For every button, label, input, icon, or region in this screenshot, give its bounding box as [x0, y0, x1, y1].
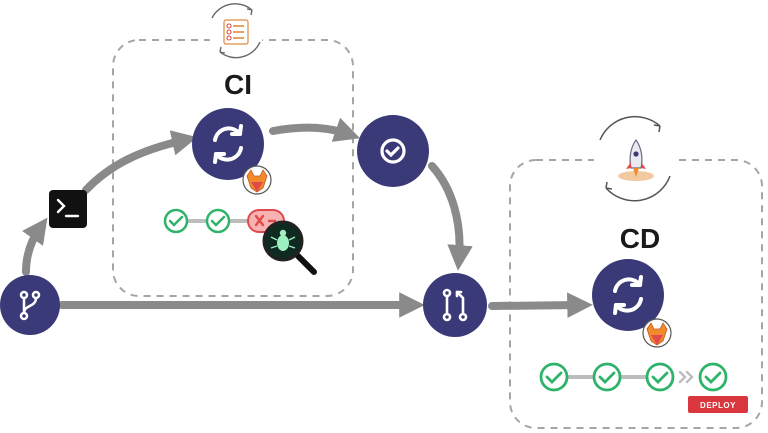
arrow-ci-to-approve	[269, 117, 361, 142]
job-passed-icon	[539, 362, 569, 392]
cd-stage-box	[509, 159, 763, 429]
arrow-terminal-to-ci	[82, 130, 198, 194]
terminal-icon	[56, 198, 80, 218]
job-passed-icon	[645, 362, 675, 392]
job-passed-icon	[698, 362, 728, 392]
sync-icon	[613, 275, 643, 315]
arrow-branch-to-terminal	[22, 217, 48, 276]
fox-logo-icon	[642, 318, 672, 348]
terminal-node	[49, 190, 87, 228]
ci-stage-label: CI	[224, 69, 252, 100]
arrow-approve-to-merge	[428, 162, 473, 271]
deploy-badge-label: DEPLOY	[700, 401, 736, 410]
cd-stage-label: CD	[620, 223, 660, 254]
arrow-merge-to-cd	[488, 292, 593, 318]
bug-magnifier-icon	[262, 220, 317, 275]
ci-job-chain	[163, 208, 285, 234]
merge-request-icon	[442, 288, 468, 322]
job-passed-icon	[205, 208, 231, 234]
rocket-icon	[594, 115, 674, 202]
git-branch-icon	[19, 290, 41, 321]
cd-pipeline-node	[592, 259, 664, 331]
check-circle-icon	[380, 138, 406, 164]
ci-pipeline-node	[192, 108, 264, 180]
approve-node	[357, 115, 429, 187]
sync-icon	[213, 124, 243, 164]
branch-node	[0, 275, 60, 335]
cd-job-chain	[539, 362, 728, 392]
checklist-icon	[208, 2, 264, 59]
job-passed-icon	[163, 208, 189, 234]
job-passed-icon	[592, 362, 622, 392]
deploy-badge: DEPLOY	[688, 396, 748, 413]
merge-request-node	[423, 273, 487, 337]
fox-logo-icon	[242, 165, 272, 195]
